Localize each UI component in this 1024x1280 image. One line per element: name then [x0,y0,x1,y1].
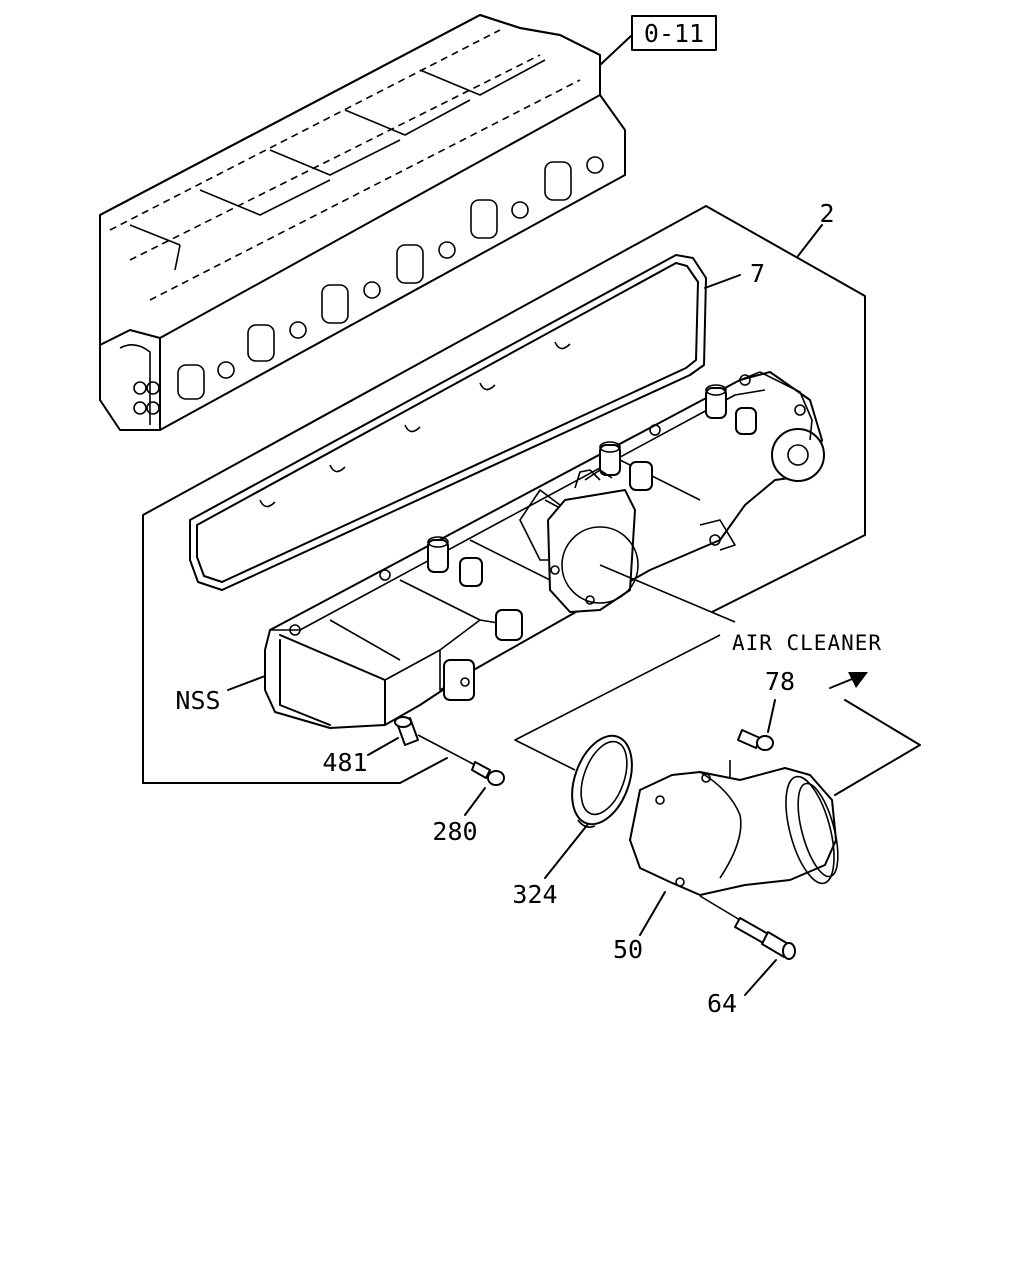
callout-78: 78 [765,667,795,696]
callout-280: 280 [432,817,477,846]
air-cleaner-label: AIR CLEANER [732,631,882,655]
assembly-bracket [142,205,866,784]
stud-64 [699,895,796,960]
plug-481 [394,716,419,746]
intake-manifold [264,371,825,729]
callout-50: 50 [613,935,643,964]
cylinder-head [99,14,626,431]
seal-ring-324 [571,734,633,828]
callout-64: 64 [707,989,737,1018]
bolt-280 [417,734,505,786]
reference-label: 0-11 [644,19,704,48]
callout-nss: NSS [175,686,220,715]
screw-78 [737,729,774,751]
elbow-50 [629,767,839,896]
air-cleaner-direction [829,672,921,796]
callout-324: 324 [512,880,557,909]
reference-box: 0-11 [599,15,717,66]
callout-481: 481 [322,748,367,777]
callout-7: 7 [750,259,765,288]
gasket [189,254,707,591]
callout-2: 2 [819,199,834,228]
